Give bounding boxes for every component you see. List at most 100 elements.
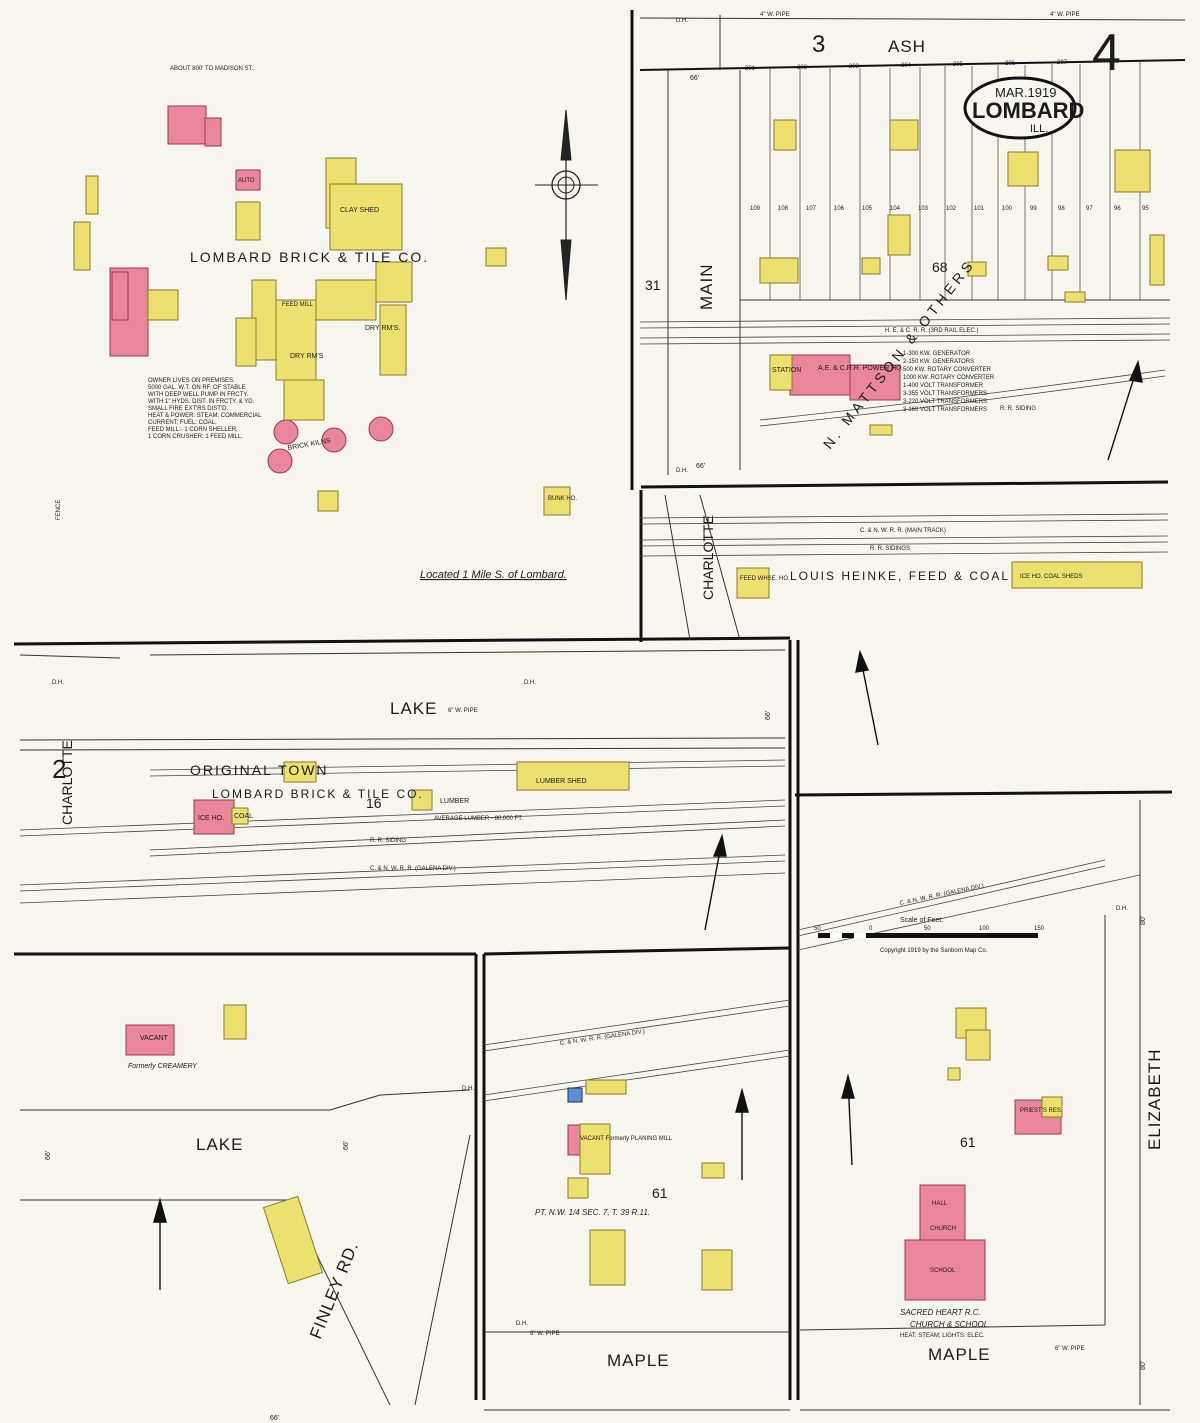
- label-formerly-creamery: Formerly CREAMERY: [128, 1063, 198, 1070]
- scale-tick-label: 50: [814, 926, 821, 932]
- address-lot: 104: [890, 206, 901, 212]
- brick-buildings: [109, 105, 1062, 1301]
- label-vacant: VACANT: [140, 1035, 169, 1042]
- address-ash: 208: [1109, 59, 1120, 65]
- address-lot: 99: [1030, 206, 1037, 212]
- key-block-2: 2: [52, 754, 66, 784]
- sheet-number: 4: [1092, 24, 1121, 82]
- block-68: 68: [932, 259, 948, 275]
- address-lot: 109: [750, 206, 761, 212]
- pipe-ash-2: 4" W. PIPE: [1050, 12, 1079, 18]
- label-lumber: LUMBER: [440, 798, 469, 805]
- address-lot: 108: [778, 206, 789, 212]
- sheet-town: LOMBARD: [972, 98, 1084, 123]
- width-66-4: 66': [45, 1151, 52, 1160]
- address-lot: 95: [1142, 206, 1149, 212]
- address-ash: 206: [1005, 61, 1016, 67]
- svg-text:3-220 VOLT TRANSFORMERS: 3-220 VOLT TRANSFORMERS: [903, 399, 987, 405]
- sheet-state: ILL.: [1030, 123, 1048, 135]
- svg-text:HEAT & POWER: STEAM; COMMERCIA: HEAT & POWER: STEAM; COMMERCIAL: [148, 413, 262, 419]
- label-scale: Scale of Feet.: [900, 917, 943, 924]
- svg-text:2-150 KW. GENERATORS: 2-150 KW. GENERATORS: [903, 359, 974, 365]
- rail-cnw-main: C. & N. W. R. R. (MAIN TRACK): [860, 528, 946, 534]
- dh-6: D.H.: [516, 1321, 528, 1327]
- label-station: STATION: [772, 367, 801, 374]
- scale-tick-label: 150: [1034, 926, 1045, 932]
- svg-text:WITH 1" HYDS. DIST. IN FRCTY.: WITH 1" HYDS. DIST. IN FRCTY. & YD.: [148, 399, 255, 405]
- scale-tick-label: 100: [979, 926, 990, 932]
- street-charlotte-lower: CHARLOTTE: [59, 740, 75, 825]
- label-ice-coal-sheds: ICE HO. COAL SHEDS: [1020, 574, 1082, 580]
- street-main: MAIN: [697, 264, 716, 311]
- pipe-maple: 6" W. PIPE: [530, 1331, 559, 1337]
- label-school: SCHOOL: [930, 1268, 956, 1274]
- block-16: 16: [366, 795, 382, 811]
- street-maple-right: MAPLE: [928, 1345, 991, 1364]
- label-sacred-heart: SACRED HEART R.C.: [900, 1308, 981, 1317]
- scale-bar: [818, 933, 1038, 938]
- label-church-school: CHURCH & SCHOOL: [910, 1320, 988, 1329]
- label-heat-lights: HEAT: STEAM; LIGHTS: ELEC.: [900, 1333, 985, 1339]
- owner-note: OWNER LIVES ON PREMISES. 5000 GAL. W.T. …: [148, 378, 262, 440]
- label-feed-mill: FEED MILL: [282, 302, 314, 308]
- sheet-date: MAR.1919: [995, 85, 1056, 100]
- block-31: 31: [645, 277, 661, 293]
- svg-text:1-300 KW. GENERATOR: 1-300 KW. GENERATOR: [903, 351, 971, 357]
- street-lake-lower: LAKE: [196, 1135, 243, 1154]
- label-coal: COAL: [234, 813, 253, 820]
- street-maple-center: MAPLE: [607, 1351, 670, 1370]
- stone-building: [567, 1087, 583, 1103]
- address-ash: 203: [849, 64, 860, 70]
- svg-text:OWNER LIVES ON PREMISES.: OWNER LIVES ON PREMISES.: [148, 378, 235, 384]
- address-ash: 202: [797, 65, 808, 71]
- pipe-maple-2: 6" W. PIPE: [1055, 1346, 1084, 1352]
- block-61-center: 61: [652, 1185, 668, 1201]
- label-lumber-shed: LUMBER SHED: [536, 778, 587, 785]
- dh-1: D.H.: [676, 18, 688, 24]
- power-list: 1-300 KW. GENERATOR 2-150 KW. GENERATORS…: [903, 351, 995, 413]
- label-heinke: LOUIS HEINKE, FEED & COAL: [790, 569, 1010, 583]
- svg-text:1000 KW. ROTARY CONVERTER: 1000 KW. ROTARY CONVERTER: [903, 375, 995, 381]
- label-feed-whse: FEED WHSE. HO.: [740, 576, 790, 582]
- label-madison: ABOUT 800' TO MADISON ST.: [170, 66, 254, 72]
- svg-text:3-355 VOLT TRANSFORMERS: 3-355 VOLT TRANSFORMERS: [903, 391, 987, 397]
- rail-cnw-galena: C. & N. W. R. R. (GALENA DIV.): [370, 866, 456, 872]
- width-80-1: 80': [1140, 916, 1147, 925]
- width-66-2: 66': [696, 463, 705, 470]
- label-located: Located 1 Mile S. of Lombard.: [420, 569, 567, 581]
- address-lot: 101: [974, 206, 985, 212]
- rail-sidings: R. R. SIDINGS: [870, 546, 910, 552]
- address-lot: 103: [918, 206, 929, 212]
- north-arrows: [153, 359, 1143, 1290]
- address-lot: 96: [1114, 206, 1121, 212]
- label-clay-shed: CLAY SHED: [340, 207, 379, 214]
- compass-rose: [535, 109, 598, 301]
- address-lot: 100: [1002, 206, 1013, 212]
- scale-tick-label: 50: [924, 926, 931, 932]
- width-80-2: 80': [1140, 1361, 1147, 1370]
- street-lake-upper: LAKE: [390, 699, 437, 718]
- width-66-3: 66': [765, 711, 772, 720]
- rail-siding-lower: R. R. SIDING: [370, 838, 406, 844]
- svg-text:5000 GAL. W.T. ON RF. OF STABL: 5000 GAL. W.T. ON RF. OF STABLE: [148, 385, 246, 391]
- key-block-3: 3: [812, 31, 825, 58]
- street-charlotte-upper: CHARLOTTE: [700, 515, 716, 600]
- dh-7: D.H.: [1116, 906, 1128, 912]
- svg-text:CURRENT; FUEL: COAL.: CURRENT; FUEL: COAL.: [148, 420, 217, 426]
- dh-4: D.H.: [52, 680, 64, 686]
- address-ash: 205: [953, 62, 964, 68]
- scale-tick-label: 0: [869, 926, 873, 932]
- svg-text:SMALL FIRE EXT'RS DIST'D.: SMALL FIRE EXT'RS DIST'D.: [148, 406, 228, 412]
- dh-3: D.H.: [524, 680, 536, 686]
- dh-2: D.H.: [676, 468, 688, 474]
- pipe-ash: 4" W. PIPE: [760, 12, 789, 18]
- label-hall: HALL: [932, 1201, 948, 1207]
- svg-text:1-400 VOLT TRANSFORMER: 1-400 VOLT TRANSFORMER: [903, 383, 984, 389]
- svg-text:500 KW. ROTARY CONVERTER: 500 KW. ROTARY CONVERTER: [903, 367, 992, 373]
- address-lot: 102: [946, 206, 957, 212]
- label-brick-tile-co: LOMBARD BRICK & TILE CO.: [190, 249, 429, 265]
- svg-text:FEED MILL:- 1 CORN SHELLER;: FEED MILL:- 1 CORN SHELLER;: [148, 427, 238, 433]
- label-priests-res: PRIEST'S RES.: [1020, 1108, 1063, 1114]
- address-ash: 201: [745, 66, 756, 72]
